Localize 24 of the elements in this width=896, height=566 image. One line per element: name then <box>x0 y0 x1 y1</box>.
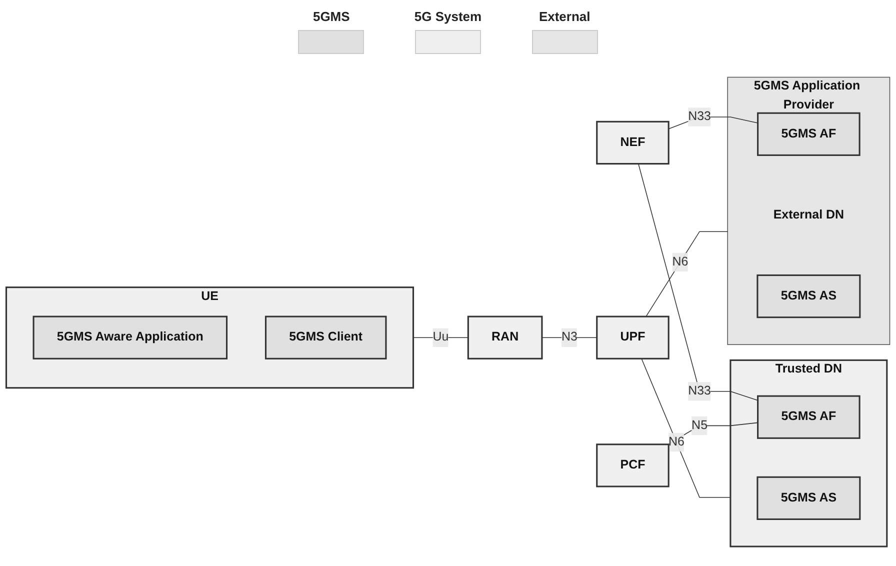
node-box: NEF <box>596 121 670 165</box>
edge-label: N5 <box>692 418 708 432</box>
node-box: 5GMS AF <box>757 395 860 440</box>
node-box: 5GMS AS <box>756 274 861 318</box>
edge-label: Uu <box>432 330 449 344</box>
legend-label: 5G System <box>414 8 482 24</box>
node-box: 5GMS Aware Application <box>32 316 228 360</box>
connector <box>646 231 728 318</box>
node-box: 5GMS AS <box>756 476 861 520</box>
connector <box>668 116 758 130</box>
node-box: PCF <box>596 444 670 488</box>
connector <box>638 164 758 401</box>
node-box: 5GMS Client <box>264 316 387 360</box>
edge-label: N3 <box>561 330 578 344</box>
edge-label: N33 <box>688 384 711 398</box>
legend-label: External <box>538 8 590 24</box>
connector <box>641 358 731 498</box>
legend-label: 5GMS <box>312 8 350 24</box>
node-box: 5GMS AF <box>757 112 860 156</box>
node-box: UPF <box>596 316 670 360</box>
node-box: RAN <box>467 316 543 360</box>
edge-label: N6 <box>668 435 684 449</box>
edge-label: N33 <box>688 110 711 124</box>
edge-label: N6 <box>672 255 688 269</box>
